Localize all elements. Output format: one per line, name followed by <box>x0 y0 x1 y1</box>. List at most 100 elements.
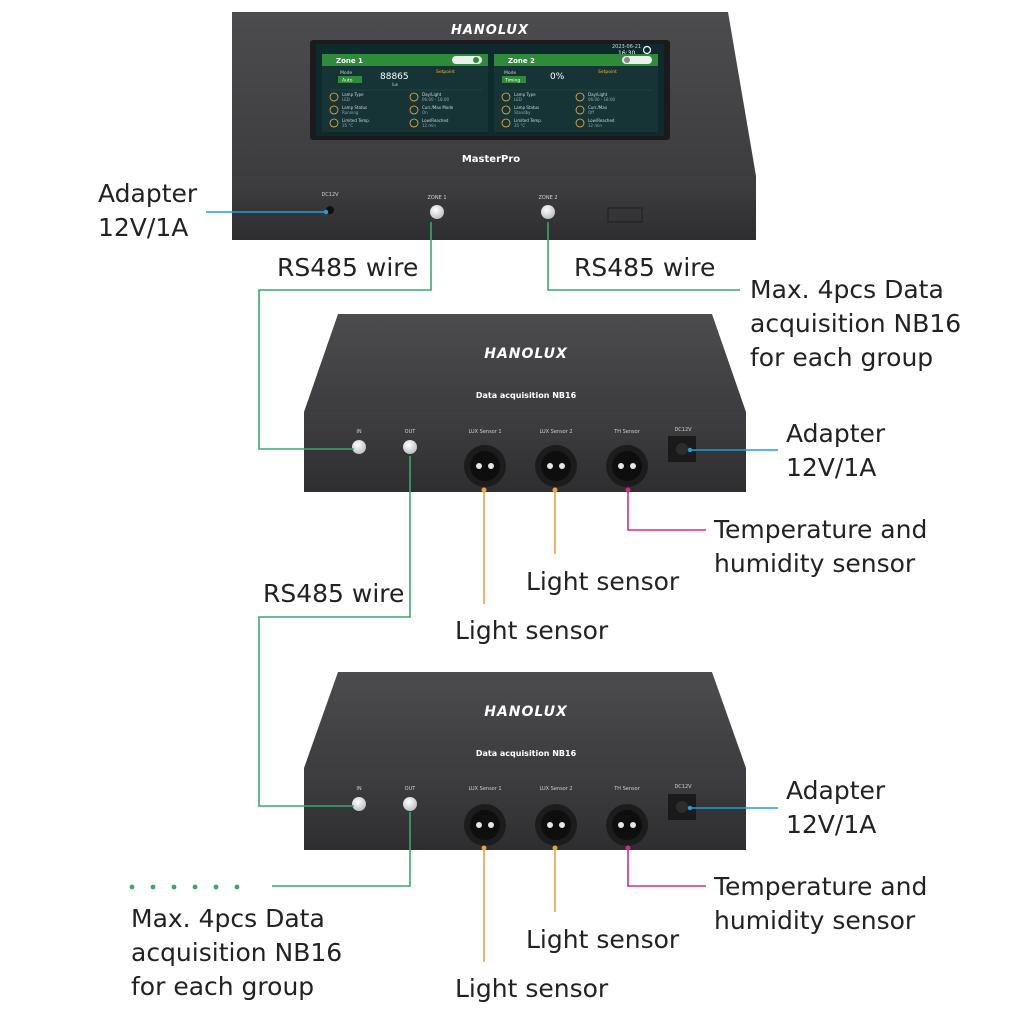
z1-cell: LED <box>342 97 350 102</box>
nb16-1-out-port <box>403 440 417 454</box>
nb16-2-dc-label: DC12V <box>674 784 692 790</box>
nb16-1-lux1-label: LUX Sensor 1 <box>468 429 501 435</box>
zone-2-mode-value: Timing <box>504 78 520 84</box>
zone-1-lux: 88865 <box>380 72 409 82</box>
day-light-icon <box>575 92 585 102</box>
zone-1-lux-unit: lux <box>392 82 399 87</box>
zone-1-mode-button[interactable] <box>338 76 362 83</box>
day-light-icon <box>409 92 419 102</box>
zone-1-mode-value: Auto <box>342 78 353 84</box>
nb16-2-lux2-connector <box>535 804 577 846</box>
mode-icon <box>409 105 419 115</box>
power-icon[interactable] <box>642 45 652 55</box>
masterpro-controller: HANOLUX 2023-06-21 16:30 Zone 1 Mode Aut… <box>232 12 756 240</box>
nb16-2-in-label: IN <box>356 786 361 792</box>
nb16-1-dc-label: DC12V <box>674 427 692 433</box>
light-sensor-label-2b: Light sensor <box>526 925 680 954</box>
z2-cell: Off <box>588 110 594 115</box>
nb16-1-out-label: OUT <box>405 429 417 435</box>
z2-cell: 12 min <box>588 123 602 128</box>
zone-2-mode-button[interactable] <box>502 76 526 83</box>
z2-cell: Day/Light <box>588 92 608 97</box>
rs485-label-right: RS485 wire <box>574 253 716 282</box>
nb16-2-in-port <box>352 797 366 811</box>
zone-2-panel: Zone 2 Mode Timing 0% Setpoint Lamp Type… <box>494 54 658 132</box>
nb16-1-in-label: IN <box>356 429 361 435</box>
zone-2-info-grid: Lamp Type LED Lamp Status Standby Limite… <box>501 92 615 128</box>
nb16-unit-2: HANOLUX Data acquisition NB16 IN OUT LUX… <box>304 672 746 850</box>
nb16-2-brand: HANOLUX <box>484 704 568 720</box>
nb16-1-in-port <box>352 440 366 454</box>
nb16-1-brand: HANOLUX <box>484 346 568 362</box>
nb16-2-th-label: TH Sensor <box>613 786 640 792</box>
z2-cell: Lamp Type <box>514 92 536 97</box>
mode-icon <box>575 105 585 115</box>
z2-cell: Low/Reached <box>588 118 615 123</box>
z2-cell: Lamp Status <box>514 105 539 110</box>
more-units-dots <box>129 884 240 890</box>
z2-cell: Standby <box>514 110 531 115</box>
reached-icon <box>575 118 585 128</box>
connection-dots <box>323 209 693 851</box>
masterpro-front-panel <box>232 176 756 240</box>
nb16-2-lux2-label: LUX Sensor 2 <box>539 786 572 792</box>
nb16-1-th-connector <box>606 445 648 487</box>
connection-lines <box>206 211 778 962</box>
nb16-2-out-label: OUT <box>405 786 417 792</box>
master-usb-slot <box>607 207 643 223</box>
zone-1-info-grid: Lamp Type LED Lamp Status Running Limite… <box>329 92 454 128</box>
light-sensor-label-2a: Light sensor <box>455 974 609 1003</box>
z1-cell: 12 min <box>422 123 436 128</box>
z1-cell: Day/Light <box>422 92 442 97</box>
nb16-2-lux1-label: LUX Sensor 1 <box>468 786 501 792</box>
z1-cell: Limited Temp. <box>342 118 370 123</box>
nb16-1-th-label: TH Sensor <box>613 429 640 435</box>
th-line-2 <box>627 848 706 887</box>
nb16-2-top <box>304 672 746 768</box>
rs485-wire-zone2 <box>547 222 740 291</box>
z1-cell: Curr./Max Mode <box>422 105 454 110</box>
zone-2-setpoint-label: Setpoint <box>598 69 617 75</box>
screen-clock-date: 2023-06-21 <box>612 44 641 50</box>
zone-1-setpoint-label: Setpoint <box>436 69 455 75</box>
nb16-2-lux1-connector <box>464 804 506 846</box>
zone-1-mode-label: Mode <box>340 70 352 76</box>
nb16-1-lux2-connector <box>535 445 577 487</box>
lamp-status-icon <box>501 105 511 115</box>
master-dc-port-label: DC12V <box>321 192 339 198</box>
zone-2-title: Zone 2 <box>508 57 535 65</box>
master-zone1-port <box>430 205 444 219</box>
z2-cell: LED <box>514 97 522 102</box>
nb16-2-out-port <box>403 797 417 811</box>
zone-2-toggle[interactable] <box>622 56 652 64</box>
master-zone2-port <box>541 205 555 219</box>
rs485-wire-chain <box>258 456 411 807</box>
nb16-2-title: Data acquisition NB16 <box>476 749 577 758</box>
temperature-icon <box>501 118 511 128</box>
nb16-1-title: Data acquisition NB16 <box>476 391 577 400</box>
rs485-label-mid: RS485 wire <box>263 579 405 608</box>
lamp-type-icon <box>501 92 511 102</box>
nb16-1-lux2-label: LUX Sensor 2 <box>539 429 572 435</box>
z1-cell: Lamp Type <box>342 92 364 97</box>
light-sensor-label-1b: Light sensor <box>526 567 680 596</box>
light-sensor-label-1a: Light sensor <box>455 616 609 645</box>
rs485-label-left: RS485 wire <box>277 253 419 282</box>
temperature-icon <box>329 118 339 128</box>
nb16-unit-1: HANOLUX Data acquisition NB16 IN OUT LUX… <box>304 314 746 492</box>
z1-cell: Low/Reached <box>422 118 449 123</box>
z1-cell: 06:00 - 18:00 <box>422 97 449 102</box>
rs485-wire-zone1 <box>258 222 432 450</box>
z1-cell: Running <box>342 110 359 115</box>
zone-1-title: Zone 1 <box>336 57 363 65</box>
master-zone1-port-label: ZONE 1 <box>427 195 446 201</box>
nb16-2-th-connector <box>606 804 648 846</box>
masterpro-model: MasterPro <box>462 154 520 165</box>
z1-cell: 35 °C <box>342 123 353 128</box>
lamp-type-icon <box>329 92 339 102</box>
